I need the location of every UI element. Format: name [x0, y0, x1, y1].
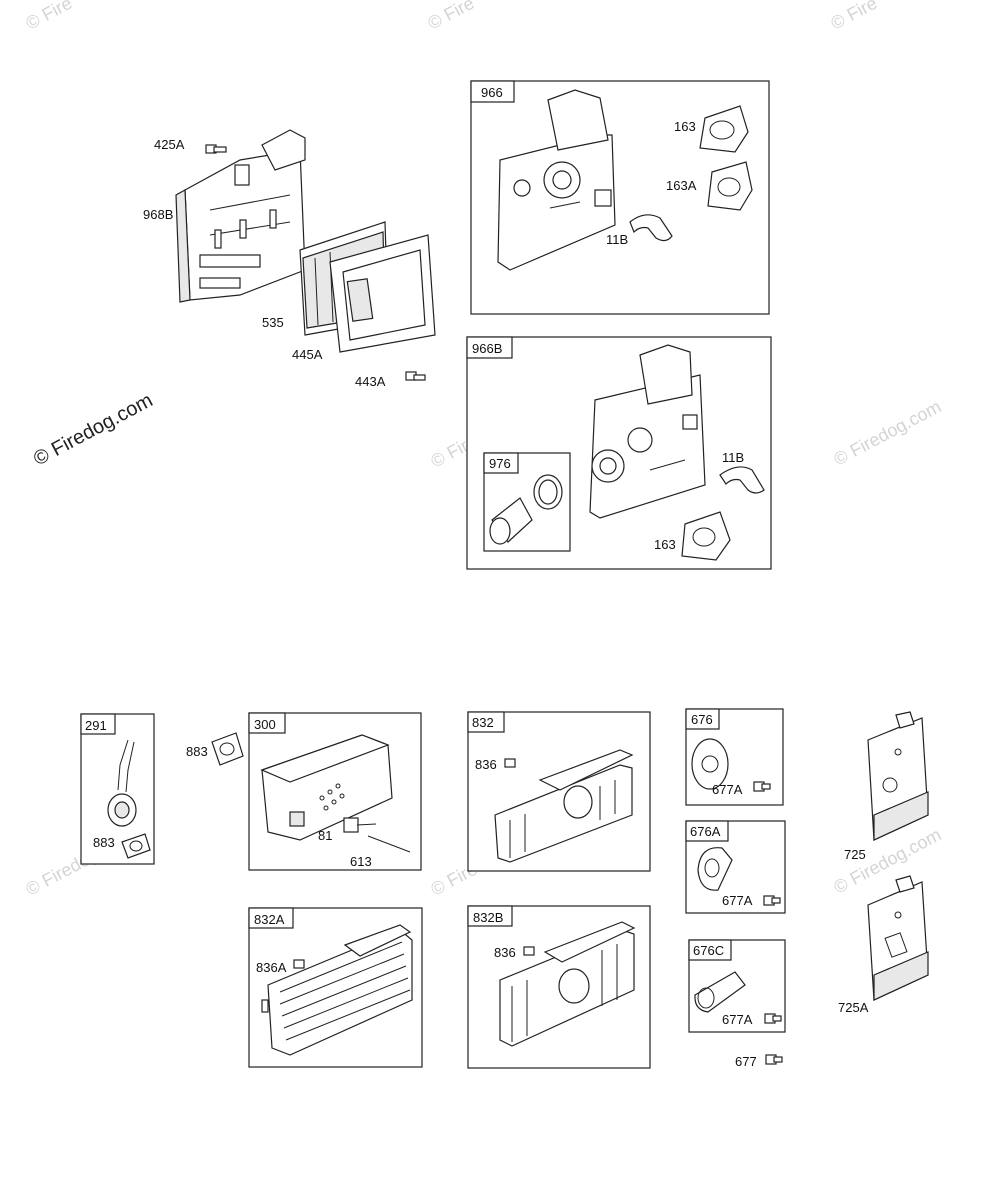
muffler-guard-832-icon [494, 749, 634, 863]
box-676C: 676C 677A [688, 939, 786, 1033]
label-163-lower: 163 [654, 537, 676, 552]
box-676A: 676A 677A [685, 820, 786, 914]
heat-shield-725-icon [867, 711, 929, 841]
air-cleaner-group: 425A 968B 535 445A 443A [143, 129, 436, 389]
label-836-lower: 836 [494, 945, 516, 960]
label-677A-top: 677A [712, 782, 743, 797]
deflector-676-icon [691, 738, 729, 790]
bolt-81-icon [343, 817, 377, 833]
label-163-top: 163 [674, 119, 696, 134]
deflector-676A-icon [697, 847, 733, 891]
label-425A: 425A [154, 137, 185, 152]
box-832A: 832A 836A [248, 907, 423, 1068]
box-title-832: 832 [472, 715, 494, 730]
box-291: 291 883 [80, 713, 155, 865]
label-11B-lower: 11B [722, 450, 744, 465]
heat-shield-725A-icon [867, 875, 929, 1001]
screw-836A-icon [293, 959, 305, 969]
filter-element-976-icon [489, 497, 533, 545]
muffler-300-icon [260, 734, 393, 841]
screw-443A-icon [405, 371, 426, 381]
box-title-676C: 676C [693, 943, 724, 958]
deflector-676C-icon [694, 971, 746, 1013]
label-677: 677 [735, 1054, 757, 1069]
box-title-676: 676 [691, 712, 713, 727]
carburetor-966-icon [497, 89, 616, 271]
watermark-main: © Firedog.com [30, 389, 156, 470]
box-966B: 966B 11B 163 976 [466, 336, 772, 570]
muffler-guard-832A-icon [261, 924, 413, 1056]
air-cleaner-base-968B-icon [175, 129, 306, 303]
label-443A: 443A [355, 374, 386, 389]
box-title-966B: 966B [472, 341, 502, 356]
label-445A: 445A [292, 347, 323, 362]
label-535: 535 [262, 315, 284, 330]
box-300: 300 81 613 [248, 712, 422, 871]
gasket-883-lower-icon [121, 833, 151, 859]
box-title-300: 300 [254, 717, 276, 732]
label-883-lower: 883 [93, 835, 115, 850]
label-613: 613 [350, 854, 372, 869]
muffler-guard-832B-icon [499, 921, 636, 1047]
watermark-corner-1: © Fire [22, 0, 75, 34]
watermark-corner-3: © Fire [827, 0, 880, 34]
gasket-163A-icon [707, 161, 753, 211]
box-title-832B: 832B [473, 910, 503, 925]
gasket-883-icon [211, 732, 244, 766]
screw-836-icon [504, 758, 516, 768]
screw-677-icon [765, 1054, 783, 1065]
clamp-ring-976-icon [533, 474, 563, 510]
box-title-676A: 676A [690, 824, 721, 839]
screw-677A-low-icon [764, 1013, 782, 1024]
label-163A: 163A [666, 178, 697, 193]
label-968B: 968B [143, 207, 173, 222]
box-title-832A: 832A [254, 912, 285, 927]
bolt-425A-icon [205, 144, 227, 154]
label-836-top: 836 [475, 757, 497, 772]
screw-677A-mid-icon [763, 895, 781, 906]
screw-677A-icon [753, 781, 771, 792]
label-725A: 725A [838, 1000, 869, 1015]
screw-836-lower-icon [523, 946, 535, 956]
watermark-right: © Firedog.com [830, 396, 944, 469]
box-966: 966 163 163A 11B [470, 80, 770, 315]
filter-frame-445A-icon [329, 234, 436, 353]
gasket-163-lower-icon [681, 511, 731, 561]
stud-613-icon [367, 835, 411, 853]
box-title-966: 966 [481, 85, 503, 100]
spark-plug-wire-291-icon [107, 739, 137, 827]
label-81: 81 [318, 828, 332, 843]
box-676: 676 677A [685, 708, 784, 806]
gasket-163-icon [699, 105, 749, 153]
tube-11B-icon [629, 214, 673, 242]
watermark-corner-2: © Fire [424, 0, 477, 34]
label-836A: 836A [256, 960, 287, 975]
box-title-976: 976 [489, 456, 511, 471]
label-725: 725 [844, 847, 866, 862]
box-title-291: 291 [85, 718, 107, 733]
tube-11B-lower-icon [719, 466, 765, 494]
label-677A-low: 677A [722, 1012, 753, 1027]
label-677A-mid: 677A [722, 893, 753, 908]
label-883-top: 883 [186, 744, 208, 759]
box-832B: 832B 836 [467, 905, 651, 1069]
box-832: 832 836 [467, 711, 651, 872]
box-976: 976 [483, 452, 571, 552]
label-11B-top: 11B [606, 232, 628, 247]
carburetor-966B-icon [589, 344, 706, 519]
